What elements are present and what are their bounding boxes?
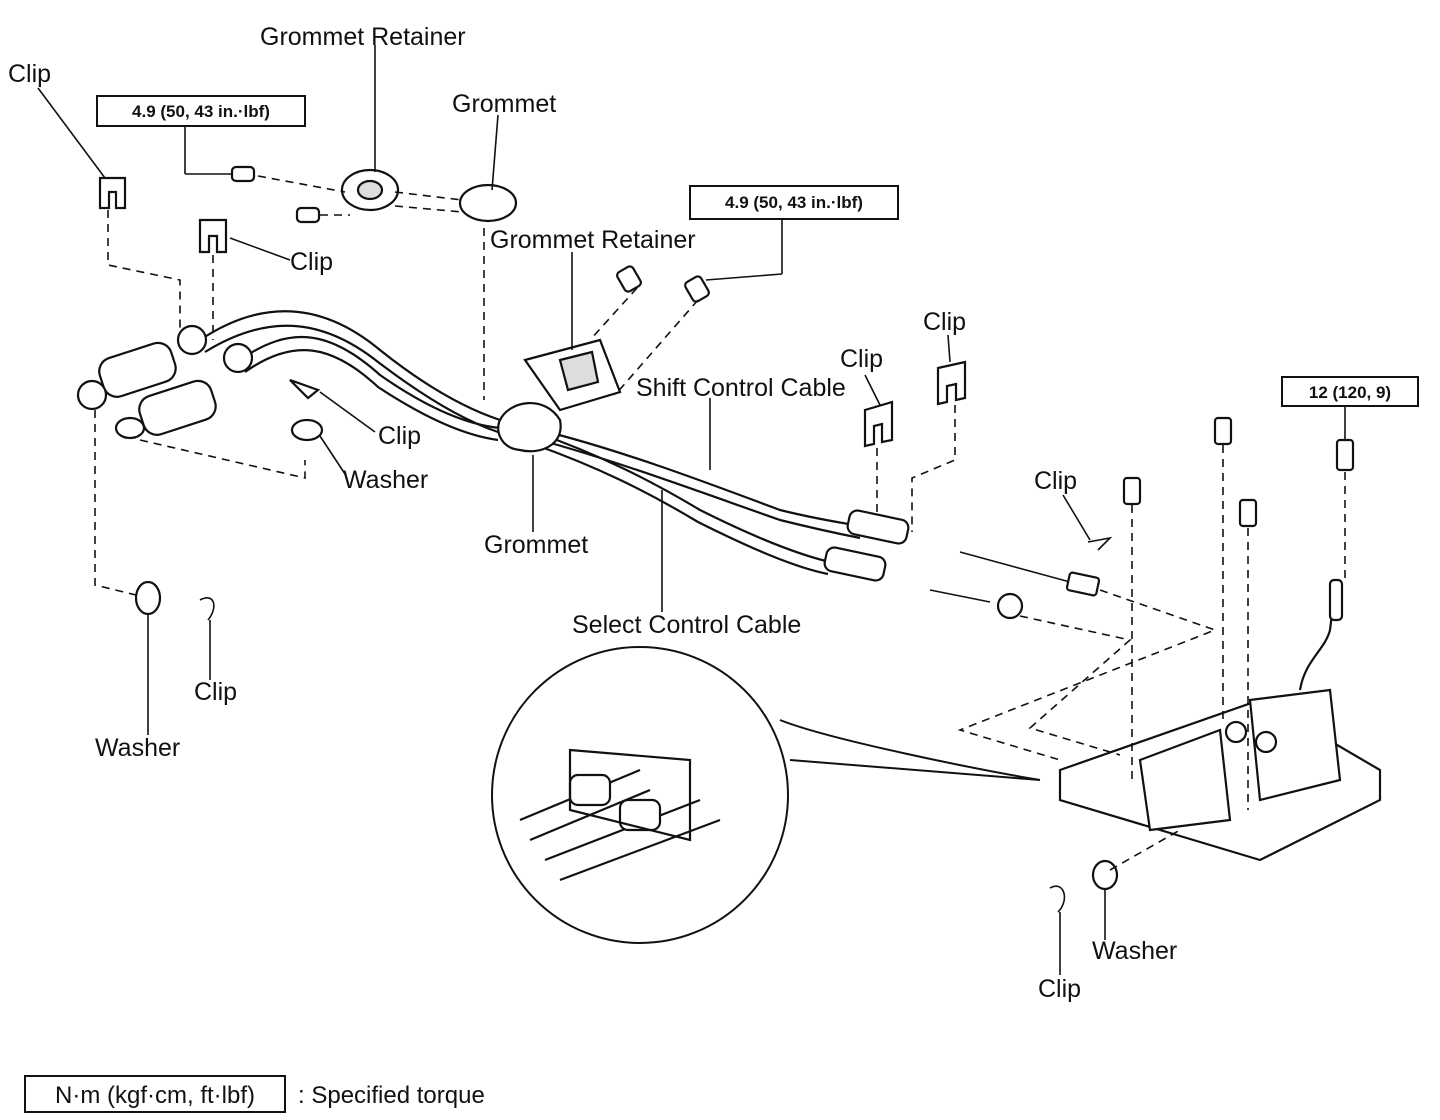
shift-control-cable bbox=[539, 428, 861, 528]
bolt-base-d bbox=[1335, 438, 1355, 472]
torque-top-left-text: 4.9 (50, 43 in.·lbf) bbox=[132, 102, 270, 121]
legend-unit-text: N·m (kgf·cm, ft·lbf) bbox=[55, 1082, 255, 1109]
label-grommet-retainer-mid: Grommet Retainer bbox=[490, 226, 696, 254]
clip-right-b-part bbox=[936, 360, 967, 406]
label-clip-mid: Clip bbox=[378, 422, 421, 450]
grommet-top-part bbox=[458, 183, 518, 223]
bolt-top-right-b bbox=[684, 275, 710, 303]
bolt-base-b bbox=[1213, 416, 1233, 446]
center-grommet-assembly bbox=[497, 338, 622, 453]
clip-right-a-part bbox=[863, 400, 894, 448]
bolt-top-left-b bbox=[295, 206, 321, 224]
dashed-guides bbox=[94, 175, 1346, 871]
left-cable-ends bbox=[76, 324, 254, 440]
label-shift-control-cable: Shift Control Cable bbox=[636, 374, 846, 402]
clip-top-left-part bbox=[98, 176, 127, 210]
clip-lower-right-part bbox=[1049, 885, 1066, 913]
torque-spec-top-left: 4.9 (50, 43 in.·lbf) bbox=[96, 95, 306, 127]
select-cable-eye bbox=[114, 416, 146, 440]
bolt-base-a bbox=[1122, 476, 1142, 506]
grommet-lower-part bbox=[497, 402, 562, 453]
clip-mid-part bbox=[289, 378, 321, 400]
clips-and-washers bbox=[98, 176, 1119, 913]
shift-cable-boot bbox=[98, 341, 177, 398]
clip-right-c-part bbox=[1087, 536, 1113, 551]
torque-spec-right: 12 (120, 9) bbox=[1281, 376, 1419, 407]
label-select-control-cable: Select Control Cable bbox=[572, 611, 801, 639]
detail-callout bbox=[491, 646, 1041, 944]
right-cable-ends bbox=[823, 509, 1101, 620]
label-grommet-lower: Grommet bbox=[484, 531, 588, 559]
label-grommet-top: Grommet bbox=[452, 90, 556, 118]
cable-assembly bbox=[199, 310, 1071, 603]
label-washer-mid: Washer bbox=[343, 466, 428, 494]
torque-legend: N·m (kgf·cm, ft·lbf) : Specified torque bbox=[24, 1075, 485, 1113]
label-clip-lower-right: Clip bbox=[1038, 975, 1081, 1003]
washer-mid-part bbox=[290, 418, 324, 442]
select-control-cable bbox=[534, 430, 831, 564]
label-grommet-retainer-top: Grommet Retainer bbox=[260, 23, 466, 51]
legend-description: : Specified torque bbox=[298, 1082, 485, 1109]
select-cable-boot bbox=[138, 379, 217, 436]
label-clip-top-left: Clip bbox=[8, 60, 51, 88]
label-washer-lower-left: Washer bbox=[95, 734, 180, 762]
bolt-top-left-a bbox=[230, 165, 256, 183]
label-clip-right-a: Clip bbox=[840, 345, 883, 373]
label-clip-upper: Clip bbox=[290, 248, 333, 276]
callout-pointer bbox=[779, 719, 1041, 781]
torque-spec-top-right: 4.9 (50, 43 in.·lbf) bbox=[689, 185, 899, 220]
torque-top-right-text: 4.9 (50, 43 in.·lbf) bbox=[725, 193, 863, 212]
shift-lever-assembly bbox=[1058, 416, 1382, 862]
bolt-top-right-a bbox=[616, 265, 642, 293]
label-clip-lower-left: Clip bbox=[194, 678, 237, 706]
label-clip-right-c: Clip bbox=[1034, 467, 1077, 495]
label-washer-lower-right: Washer bbox=[1092, 937, 1177, 965]
torque-right-text: 12 (120, 9) bbox=[1309, 383, 1391, 402]
leader-lines bbox=[37, 45, 1346, 975]
clip-upper-part bbox=[198, 218, 228, 254]
shift-cable-eye bbox=[76, 379, 108, 411]
bolt-base-c bbox=[1238, 498, 1258, 528]
clip-lower-left-part bbox=[199, 597, 215, 621]
top-grommet-parts bbox=[230, 165, 710, 303]
washer-lower-right-part bbox=[1091, 859, 1119, 891]
legend-unit-box bbox=[24, 1075, 286, 1113]
label-clip-right-b: Clip bbox=[923, 308, 966, 336]
washer-lower-left-part bbox=[134, 580, 162, 616]
